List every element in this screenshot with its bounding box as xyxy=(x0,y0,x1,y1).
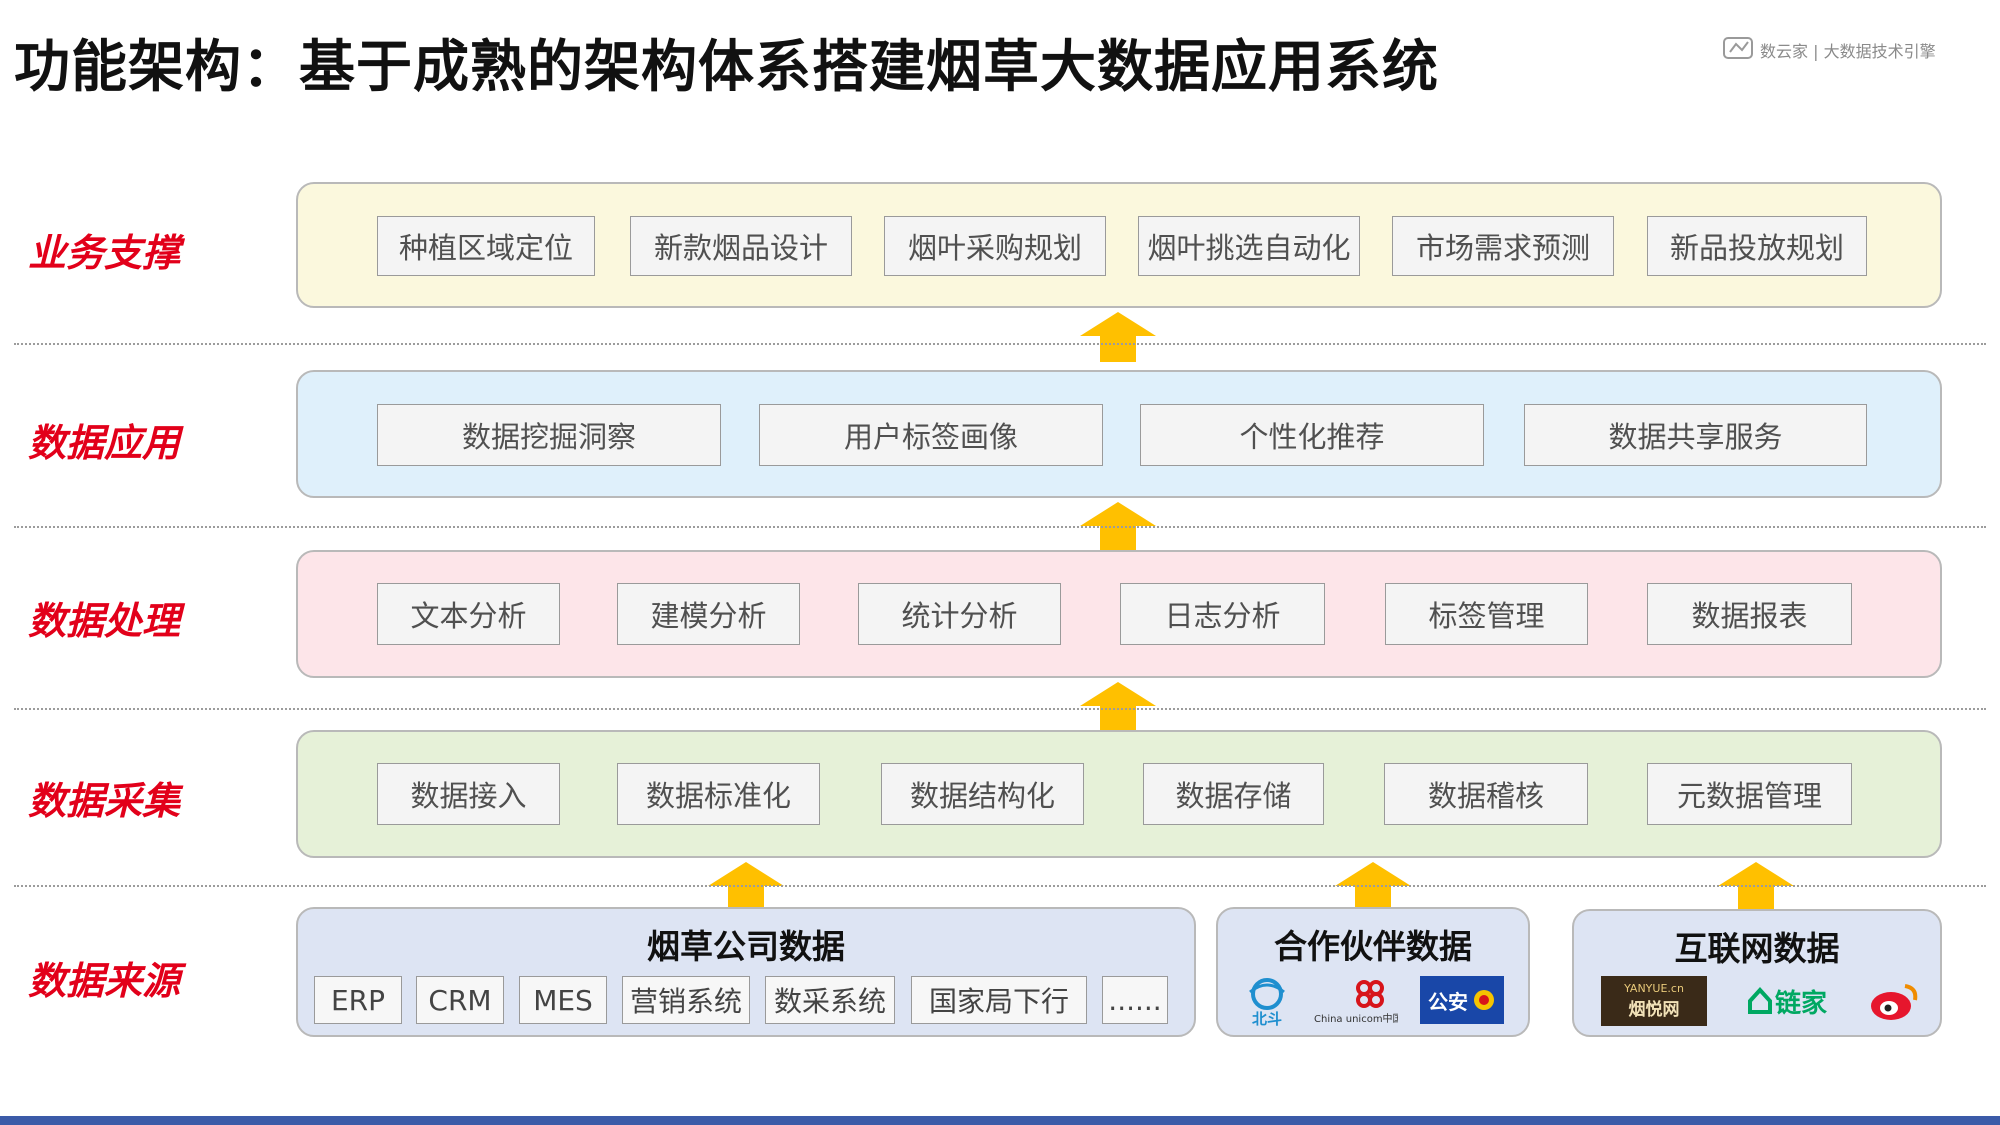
processing-item: 数据报表 xyxy=(1647,583,1852,645)
source-item: MES xyxy=(519,976,607,1024)
processing-item: 统计分析 xyxy=(858,583,1061,645)
business-item: 烟叶采购规划 xyxy=(884,216,1106,276)
processing-item: 建模分析 xyxy=(617,583,800,645)
application-item: 用户标签画像 xyxy=(759,404,1103,466)
layer-separator xyxy=(14,885,1986,887)
brand-logo-text: 数云家 | 大数据技术引擎 xyxy=(1760,42,1936,61)
collection-item: 数据接入 xyxy=(377,763,560,825)
business-item: 烟叶挑选自动化 xyxy=(1138,216,1360,276)
business-item: 种植区域定位 xyxy=(377,216,595,276)
source-item: 国家局下行 xyxy=(911,976,1087,1024)
up-arrow-icon xyxy=(1080,312,1156,362)
source-group-title: 烟草公司数据 xyxy=(647,927,845,966)
lianjia-caption: 链家 xyxy=(1774,988,1827,1019)
beidou-caption: 北斗 xyxy=(1252,1010,1282,1028)
business-item: 新款烟品设计 xyxy=(630,216,852,276)
business-item: 新品投放规划 xyxy=(1647,216,1867,276)
layer-label-application: 数据应用 xyxy=(28,421,181,465)
processing-item: 标签管理 xyxy=(1385,583,1588,645)
cloud-icon xyxy=(1723,37,1753,59)
china-unicom-icon: China unicom中国联通 xyxy=(1314,980,1398,1025)
weibo-icon xyxy=(1871,984,1918,1020)
source-item: CRM xyxy=(416,976,504,1024)
beidou-icon: 北斗 xyxy=(1249,978,1285,1028)
collection-item: 数据存储 xyxy=(1143,763,1324,825)
up-arrow-icon xyxy=(1718,862,1794,912)
beidou-logo: 北斗 xyxy=(1240,974,1294,1028)
lianjia-logo: 链家 xyxy=(1738,976,1836,1026)
lianjia-house-icon xyxy=(1747,987,1772,1014)
source-group-title: 合作伙伴数据 xyxy=(1274,927,1472,966)
source-item: 数采系统 xyxy=(765,976,895,1024)
layer-label-business: 业务支撑 xyxy=(28,231,181,275)
collection-item: 数据稽核 xyxy=(1384,763,1588,825)
layer-separator xyxy=(14,343,1986,345)
china-unicom-caption: China unicom中国联通 xyxy=(1314,1012,1398,1025)
up-arrow-icon xyxy=(1335,862,1411,912)
up-arrow-icon xyxy=(708,862,784,912)
processing-item: 日志分析 xyxy=(1120,583,1325,645)
weibo-logo xyxy=(1864,976,1924,1026)
layer-separator xyxy=(14,708,1986,710)
source-group-title: 互联网数据 xyxy=(1674,929,1840,968)
police-logo: 公安 xyxy=(1420,976,1504,1024)
police-badge-icon xyxy=(1474,990,1494,1010)
police-caption: 公安 xyxy=(1428,989,1468,1014)
yanyue-logo: YANYUE.cn 烟悦网 xyxy=(1601,976,1707,1026)
collection-item: 数据标准化 xyxy=(617,763,820,825)
china-unicom-logo: China unicom中国联通 xyxy=(1312,974,1398,1028)
layer-label-processing: 数据处理 xyxy=(28,599,181,643)
layer-separator xyxy=(14,526,1986,528)
brand-logo: 数云家 | 大数据技术引擎 xyxy=(1722,34,1936,64)
business-item: 市场需求预测 xyxy=(1392,216,1614,276)
source-item: 营销系统 xyxy=(622,976,750,1024)
layer-label-sources: 数据来源 xyxy=(28,959,181,1003)
source-item: ERP xyxy=(314,976,402,1024)
source-item: ...... xyxy=(1102,976,1168,1024)
processing-item: 文本分析 xyxy=(377,583,560,645)
bottom-bar xyxy=(0,1116,2000,1125)
collection-item: 数据结构化 xyxy=(881,763,1084,825)
application-item: 个性化推荐 xyxy=(1140,404,1484,466)
application-item: 数据共享服务 xyxy=(1524,404,1867,466)
collection-item: 元数据管理 xyxy=(1647,763,1852,825)
up-arrow-icon xyxy=(1080,682,1156,732)
yanyue-domain: YANYUE.cn xyxy=(1624,982,1684,995)
yanyue-caption: 烟悦网 xyxy=(1628,1000,1680,1020)
layer-label-collection: 数据采集 xyxy=(28,779,181,823)
application-item: 数据挖掘洞察 xyxy=(377,404,721,466)
page-title: 功能架构：基于成熟的架构体系搭建烟草大数据应用系统 xyxy=(14,35,1439,100)
